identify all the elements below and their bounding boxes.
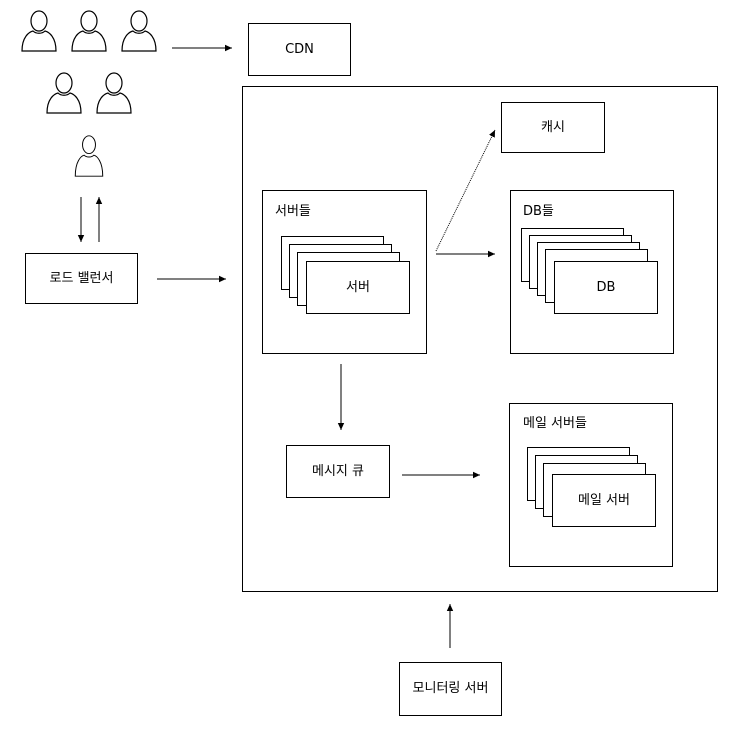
- message-queue-box[interactable]: 메시지 큐: [286, 445, 390, 498]
- cdn-box[interactable]: CDN: [248, 23, 351, 76]
- user-icon: [21, 10, 57, 52]
- cache-label: 캐시: [541, 119, 565, 135]
- db-label: DB: [596, 279, 616, 295]
- db-box[interactable]: DB: [554, 261, 658, 314]
- cdn-label: CDN: [285, 41, 314, 57]
- load-balancer-label: 로드 밸런서: [49, 270, 114, 286]
- server-box[interactable]: 서버: [306, 261, 410, 314]
- db-group-label: DB들: [523, 204, 554, 219]
- cache-box[interactable]: 캐시: [501, 102, 605, 153]
- monitoring-server-label: 모니터링 서버: [412, 681, 489, 696]
- user-icon: [74, 135, 104, 177]
- mail-server-label: 메일 서버: [578, 492, 630, 508]
- monitoring-server-box[interactable]: 모니터링 서버: [399, 662, 502, 716]
- server-label: 서버: [346, 279, 370, 295]
- load-balancer-box[interactable]: 로드 밸런서: [25, 253, 138, 304]
- mail-server-box[interactable]: 메일 서버: [552, 474, 656, 527]
- user-icon: [121, 10, 157, 52]
- message-queue-label: 메시지 큐: [312, 463, 364, 479]
- mail-servers-group-label: 메일 서버들: [523, 416, 587, 431]
- user-icon: [46, 72, 82, 114]
- user-icon: [96, 72, 132, 114]
- web-servers-group-label: 서버들: [275, 204, 311, 219]
- user-icon: [71, 10, 107, 52]
